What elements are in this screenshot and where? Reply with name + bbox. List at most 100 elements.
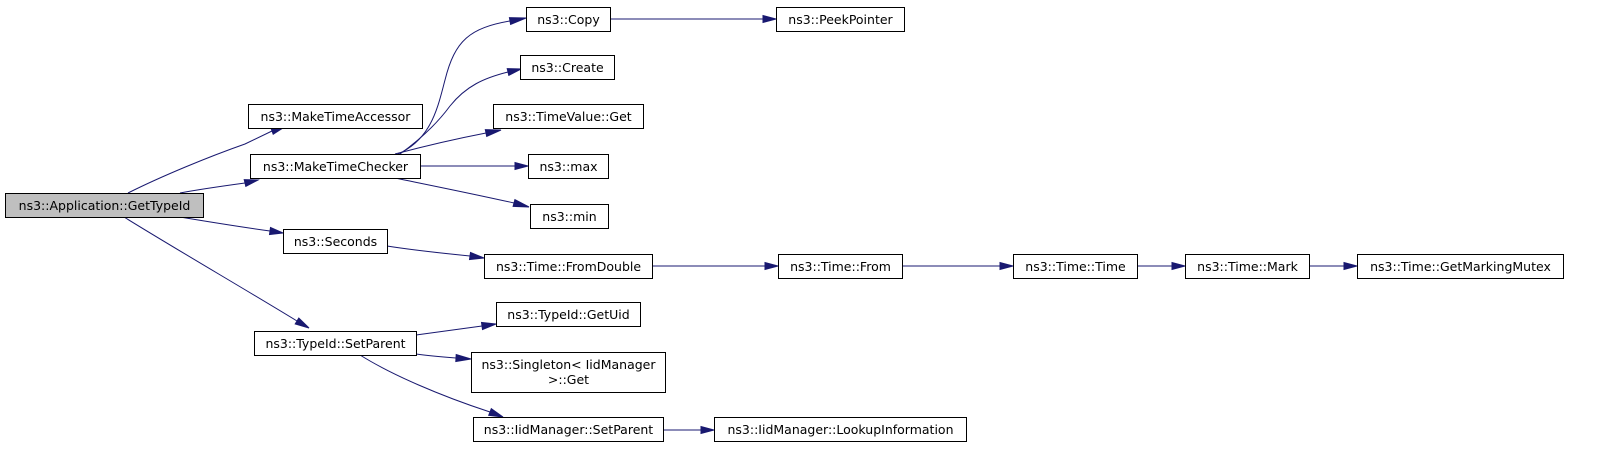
arrowhead-icon <box>487 407 504 418</box>
node-box <box>283 229 388 254</box>
edge-line <box>399 71 509 155</box>
edge-iidset-to-lookup <box>663 425 716 435</box>
arrowhead-icon <box>764 261 780 271</box>
node-box <box>484 254 653 279</box>
node-copy[interactable]: ns3::Copy <box>526 7 611 32</box>
node-peek[interactable]: ns3::PeekPointer <box>776 7 905 32</box>
arrowhead-icon <box>268 226 285 236</box>
edge-mtc-to-tvget <box>394 129 502 155</box>
edge-setparent-to-getuid <box>415 321 497 336</box>
node-box <box>1013 254 1138 279</box>
node-from[interactable]: ns3::Time::From <box>778 254 903 279</box>
edge-line <box>123 216 298 322</box>
node-box <box>776 7 905 32</box>
node-box <box>471 352 666 393</box>
arrowhead-icon <box>243 179 260 188</box>
node-label: ns3::MakeTimeChecker <box>263 159 409 174</box>
arrowhead-icon <box>514 161 530 171</box>
node-min[interactable]: ns3::min <box>530 204 609 229</box>
node-iidset[interactable]: ns3::IidManager::SetParent <box>473 417 664 442</box>
node-label: ns3::Time::From <box>790 259 891 274</box>
edges-layer <box>123 14 1359 435</box>
edge-line <box>127 130 273 194</box>
node-label: ns3::IidManager::LookupInformation <box>727 422 953 437</box>
node-box <box>254 331 417 356</box>
edge-line <box>415 325 483 336</box>
node-box <box>496 302 641 327</box>
arrowhead-icon <box>455 353 472 363</box>
edge-root-to-seconds <box>179 216 285 236</box>
node-box <box>714 417 967 442</box>
edge-time-to-mark <box>1137 261 1187 271</box>
edge-mark-to-mutex <box>1309 261 1359 271</box>
node-lookup[interactable]: ns3::IidManager::LookupInformation <box>714 417 967 442</box>
edge-line <box>386 245 471 257</box>
arrowhead-icon <box>999 261 1015 271</box>
edge-fromdouble-to-from <box>652 261 780 271</box>
node-label: ns3::Time::FromDouble <box>496 259 641 274</box>
node-box <box>248 104 423 129</box>
node-box <box>5 193 204 218</box>
node-label: ns3::TimeValue::Get <box>505 109 632 124</box>
node-label: ns3::TypeId::GetUid <box>507 307 629 322</box>
edge-setparent-to-singleton <box>415 353 472 363</box>
arrowhead-icon <box>480 321 497 331</box>
node-max[interactable]: ns3::max <box>528 154 609 179</box>
edge-mtc-to-create <box>399 68 523 155</box>
arrowhead-icon <box>484 129 502 138</box>
node-setparent[interactable]: ns3::TypeId::SetParent <box>254 331 417 356</box>
edge-line <box>179 182 246 194</box>
edge-line <box>179 216 271 232</box>
node-box <box>1357 254 1564 279</box>
arrowhead-icon <box>512 198 530 208</box>
edge-root-to-mtc <box>179 179 260 194</box>
node-label: ns3::Time::GetMarkingMutex <box>1370 259 1551 274</box>
edge-mtc-to-copy <box>397 17 527 155</box>
node-label: ns3::Singleton< IidManager <box>481 357 656 372</box>
edge-mtc-to-max <box>420 161 530 171</box>
edge-line <box>359 354 491 413</box>
node-label: ns3::MakeTimeAccessor <box>261 109 412 124</box>
node-getuid[interactable]: ns3::TypeId::GetUid <box>496 302 641 327</box>
arrowhead-icon <box>294 317 310 329</box>
arrowhead-icon <box>700 425 716 435</box>
node-label: ns3::Copy <box>537 12 600 27</box>
node-label: ns3::min <box>542 209 596 224</box>
arrowhead-icon <box>1171 261 1187 271</box>
node-tvget[interactable]: ns3::TimeValue::Get <box>493 104 644 129</box>
node-mta[interactable]: ns3::MakeTimeAccessor <box>248 104 423 129</box>
node-label: ns3::IidManager::SetParent <box>484 422 654 437</box>
node-label: ns3::PeekPointer <box>788 12 893 27</box>
node-root[interactable]: ns3::Application::GetTypeId <box>5 193 204 218</box>
node-create[interactable]: ns3::Create <box>520 55 615 80</box>
node-label: ns3::max <box>539 159 597 174</box>
node-singleton[interactable]: ns3::Singleton< IidManager>::Get <box>471 352 666 393</box>
node-seconds[interactable]: ns3::Seconds <box>283 229 388 254</box>
node-fromdouble[interactable]: ns3::Time::FromDouble <box>484 254 653 279</box>
edge-mtc-to-min <box>394 177 530 208</box>
edge-line <box>415 353 457 359</box>
node-mtc[interactable]: ns3::MakeTimeChecker <box>250 154 421 179</box>
arrowhead-icon <box>508 17 527 26</box>
arrowhead-icon <box>1343 261 1359 271</box>
node-mark[interactable]: ns3::Time::Mark <box>1185 254 1310 279</box>
arrowhead-icon <box>762 14 778 24</box>
node-box <box>250 154 421 179</box>
node-label: ns3::Time::Mark <box>1197 259 1298 274</box>
edge-line <box>394 132 487 155</box>
edge-seconds-to-fromdouble <box>386 245 485 261</box>
node-time[interactable]: ns3::Time::Time <box>1013 254 1138 279</box>
edge-setparent-to-iidset <box>359 354 504 418</box>
node-label: ns3::Application::GetTypeId <box>19 198 191 213</box>
node-box <box>520 55 615 80</box>
node-mutex[interactable]: ns3::Time::GetMarkingMutex <box>1357 254 1564 279</box>
edge-from-to-time <box>902 261 1015 271</box>
node-box <box>473 417 664 442</box>
node-box <box>530 204 609 229</box>
node-box <box>528 154 609 179</box>
edge-line <box>394 177 515 204</box>
edge-root-to-setparent <box>123 216 310 329</box>
node-label-line2: >::Get <box>548 372 589 387</box>
node-box <box>778 254 903 279</box>
